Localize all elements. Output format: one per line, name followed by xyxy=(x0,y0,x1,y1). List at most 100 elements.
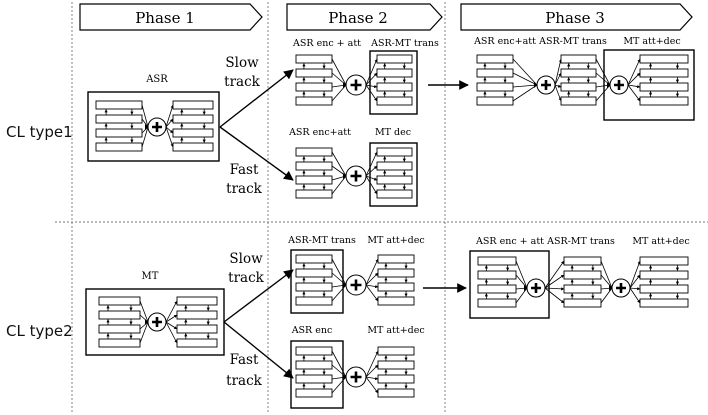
r1p1-encoder-layer xyxy=(95,100,143,110)
r1p3-dec-layer xyxy=(639,68,689,78)
r2p1-encoder-layer-stack xyxy=(98,296,141,348)
fast-track-label-type2-l1: Fast xyxy=(230,352,259,368)
slow-track-label-type2-l2: track xyxy=(228,270,264,286)
r2p3-att1-attention-combiner xyxy=(524,278,546,298)
r1p3-att2-attention-combiner xyxy=(607,75,629,95)
r1p2f-encoder-fan-in xyxy=(331,175,347,195)
r2p3-dec-layer xyxy=(639,256,689,266)
r1p1-combiner-arrowhead xyxy=(145,124,149,130)
r1p2s-decoder-fan-out xyxy=(365,84,378,102)
r1p2s-decoder-fan-out xyxy=(365,72,378,86)
r2p1-decoder-layer xyxy=(176,296,218,306)
r1p1-encoder-layer xyxy=(95,114,143,124)
r2p3-enc-layer-stack xyxy=(477,256,517,308)
r2p3-mid-fan-in xyxy=(600,287,613,304)
r2p3-mid-layer-stack xyxy=(563,256,602,308)
r1p3-mid-layer xyxy=(560,68,597,78)
r2p1-decoder-layer xyxy=(176,324,218,334)
r1p2s-combiner-arrowhead xyxy=(343,82,347,88)
r1p3-dec-fan-out xyxy=(627,84,641,89)
phase3-type1-left-label: ASR enc+att xyxy=(473,36,536,47)
r2p1-decoder-fan-out xyxy=(165,321,178,344)
r2p2s-combiner-arrowhead xyxy=(343,282,347,288)
r2p2s-encoder-layer xyxy=(295,282,333,292)
fast-track-label-type1-l2: track xyxy=(226,181,262,197)
slow-track-label-type2-l1: Slow xyxy=(229,251,263,267)
r1p3-mid-fan-in xyxy=(595,58,611,86)
phase3-type2-model xyxy=(477,256,689,308)
phase-1-label: Phase 1 xyxy=(135,9,195,27)
r1p1-decoder-fan-out xyxy=(165,104,174,128)
r2p2s-decoder-layer xyxy=(377,254,415,264)
r2p1-attention-combiner xyxy=(145,312,167,332)
r2p2s-encoder-fan-in xyxy=(331,258,347,286)
r1p3-dec-fan-out xyxy=(627,84,641,102)
r1p3-mid-fan-out xyxy=(554,72,562,86)
r2p2s-decoder-layer-stack xyxy=(377,254,415,306)
r2p2s-decoder-fan-out xyxy=(365,258,379,286)
r1p2f-encoder-layer xyxy=(295,147,333,157)
r2p2s-plus-icon xyxy=(350,279,362,291)
r1p3-enc-layer xyxy=(476,68,514,78)
phase2-type1-slow-right-label: ASR-MT trans xyxy=(370,38,439,49)
r2p2f-decoder-fan-out xyxy=(365,350,379,378)
phase-2-header: Phase 2 xyxy=(286,3,443,31)
r2p3-att2-plus-icon xyxy=(616,283,626,293)
r1p2s-decoder-layer xyxy=(376,68,413,78)
phase2-type2-slow-left-label: ASR-MT trans xyxy=(287,235,356,246)
phase1-type2-model xyxy=(98,296,218,348)
r2p1-decoder-fan-out xyxy=(165,314,178,323)
r2p3-att2-attention-combiner xyxy=(609,278,631,298)
r1p3-mid-fan-out xyxy=(554,84,562,102)
r1p3-mid-layer xyxy=(560,82,597,92)
r1p2f-decoder-fan-out xyxy=(365,165,378,177)
r1p3-mid-layer xyxy=(560,54,597,64)
r2p3-enc-layer xyxy=(477,270,517,280)
phase2-type2-slow-frame xyxy=(290,249,344,314)
r1p1-decoder-layer-stack xyxy=(172,100,214,152)
r2p2s-encoder-layer xyxy=(295,296,333,306)
r2p1-decoder-layer xyxy=(176,338,218,348)
r1p2f-decoder-layer xyxy=(376,189,413,199)
r1p2s-encoder-layer xyxy=(295,68,333,78)
phase3-type1-mid-label: ASR-MT trans xyxy=(538,36,607,47)
r2p3-mid-layer xyxy=(563,298,602,308)
slow-track-arrow-type2 xyxy=(223,269,294,323)
phase1-type2-title: MT xyxy=(142,271,159,282)
r1p3-mid-layer xyxy=(560,96,597,106)
r1p3-att1-plus-icon xyxy=(541,80,551,90)
r2p2f-decoder-layer xyxy=(377,346,415,356)
r2p2s-decoder-layer xyxy=(377,296,415,306)
r2p2s-decoder-fan-out xyxy=(365,284,379,302)
r1p1-encoder-fan-in xyxy=(141,126,149,148)
r1p3-mid-fan-out xyxy=(554,58,562,86)
r2p3-enc-fan-in xyxy=(515,287,528,304)
r2p1-combiner-arrowhead xyxy=(145,319,149,325)
r2p3-dec-fan-out xyxy=(629,274,641,289)
r1p3-dec-fan-out xyxy=(627,58,641,86)
r2p2s-encoder-layer xyxy=(295,268,333,278)
row-label-cl-type2: CL type2 xyxy=(6,322,73,340)
r1p2f-decoder-layer-stack xyxy=(376,147,413,199)
r2p2f-decoder-layer xyxy=(377,388,415,398)
r1p1-attention-combiner xyxy=(145,117,167,137)
r2p3-dec-fan-out xyxy=(629,287,641,304)
r2p3-att1-plus-icon xyxy=(531,283,541,293)
r2p3-mid-fan-out xyxy=(544,287,565,304)
r1p3-att2-combiner-arrowhead xyxy=(607,82,611,88)
r1p3-enc-fan-in xyxy=(512,72,538,86)
r1p2s-encoder-layer xyxy=(295,96,333,106)
r2p2f-encoder-layer xyxy=(295,374,333,384)
r1p2f-combiner-arrowhead xyxy=(343,173,347,179)
r2p3-mid-fan-in xyxy=(600,274,613,289)
phase1-type1-model xyxy=(95,100,214,152)
slow-track-arrow-type1 xyxy=(219,69,294,128)
r2p2f-encoder-fan-in xyxy=(331,350,347,378)
r2p3-mid-fan-out xyxy=(544,287,565,291)
r2p3-mid-fan-out xyxy=(544,274,565,289)
r2p1-encoder-layer xyxy=(98,338,141,348)
phase1-type1-frame xyxy=(87,91,220,162)
phase3-type1-model xyxy=(476,54,689,106)
r1p1-decoder-layer xyxy=(172,100,214,110)
